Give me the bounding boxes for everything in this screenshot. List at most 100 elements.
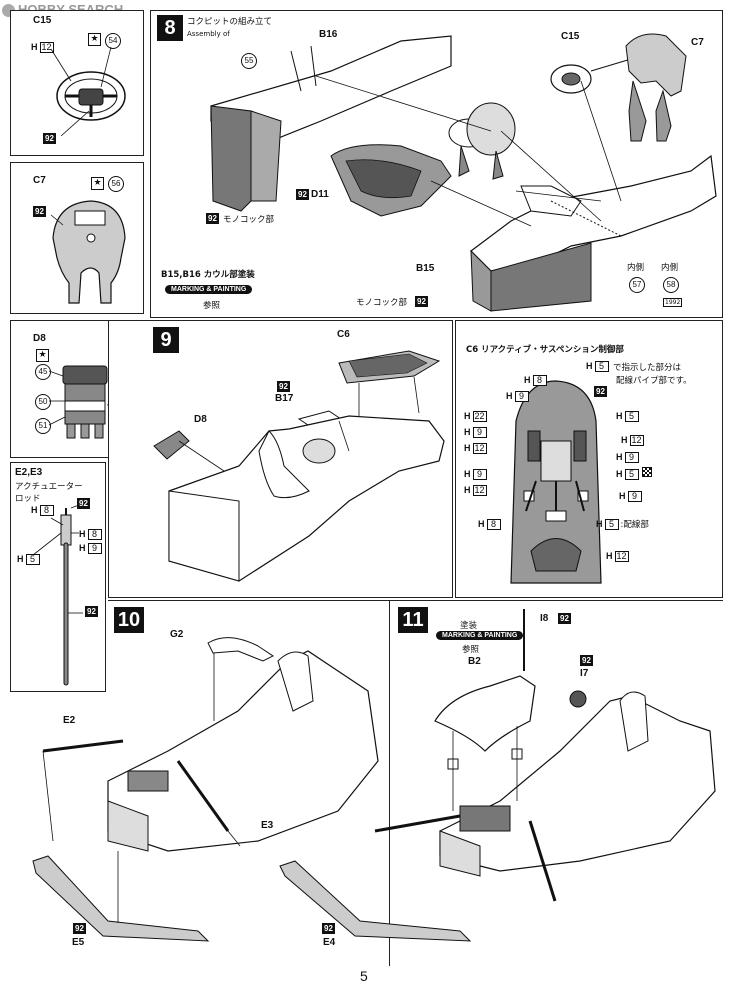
paint-code-92: 92 xyxy=(322,923,335,934)
marking-painting-badge: MARKING & PAINTING xyxy=(436,631,524,640)
step-11-drawing xyxy=(279,609,716,942)
monocoque-label-2: モノコック部 xyxy=(356,298,408,308)
e2-label: E2 xyxy=(63,715,76,726)
part-51: 51 xyxy=(35,418,51,434)
step-8-panel: 8 コクピットの組み立て Assembly of xyxy=(150,10,723,318)
d8-title: D8 xyxy=(33,333,46,344)
panel-c7: C7 ★ 56 92 H8 xyxy=(10,162,144,314)
part-58: 58 xyxy=(663,277,679,293)
step-9-panel: 9 C6 92 B17 D8 xyxy=(108,320,453,598)
i8-label: I8 xyxy=(540,613,549,624)
step-10-drawing xyxy=(32,637,379,942)
d11-label: D11 xyxy=(311,189,329,200)
tiny-1992-label: 1992 xyxy=(663,298,683,307)
b2-label: B2 xyxy=(468,656,481,667)
b15-b16-paint-note: B15,B16 カウル部塗装 xyxy=(161,270,255,280)
c7-label: C7 xyxy=(691,37,704,48)
paint-label: 塗装 xyxy=(460,621,478,631)
paint-code-92: 92 xyxy=(277,381,290,392)
b16-label: B16 xyxy=(319,29,338,40)
marking-painting-badge: MARKING & PAINTING xyxy=(165,285,253,294)
part-54: 54 xyxy=(105,33,121,49)
part-45: 45 xyxy=(35,364,51,380)
step-9-number: 9 xyxy=(153,327,179,353)
e4-label: E4 xyxy=(323,937,336,948)
paint-code-92: 92 xyxy=(33,206,46,217)
c6-plate-drawing xyxy=(510,380,602,584)
page-number: 5 xyxy=(360,968,368,984)
actuator-label: アクチュエーター xyxy=(15,482,83,492)
monocoque-label-1: モノコック部 xyxy=(223,215,275,225)
e3-label: E3 xyxy=(261,820,274,831)
part-57: 57 xyxy=(629,277,645,293)
star-icon: ★ xyxy=(91,177,104,190)
b17-label: B17 xyxy=(275,393,294,404)
reference-label: 参照 xyxy=(203,301,221,311)
star-icon: ★ xyxy=(36,349,49,362)
star-icon: ★ xyxy=(88,33,101,46)
d8-label: D8 xyxy=(194,414,207,425)
step-8-title-en: Assembly of xyxy=(187,30,230,38)
i7-label: I7 xyxy=(580,668,589,679)
paint-code-92: 92 xyxy=(580,655,593,666)
paint-code-92: 92 xyxy=(594,386,607,397)
step-10-number: 10 xyxy=(114,607,144,633)
note-line-2: 配線パイプ部です。 xyxy=(616,376,692,386)
step-11-number: 11 xyxy=(398,607,428,633)
actuator-rod-drawing xyxy=(32,504,83,686)
part-50: 50 xyxy=(35,394,51,410)
part-55: 55 xyxy=(241,53,257,69)
c7-title: C7 xyxy=(33,175,46,186)
e2-e3-title: E2,E3 xyxy=(15,467,43,478)
d8-part-drawing xyxy=(48,365,116,439)
g2-label: G2 xyxy=(170,629,184,640)
c15-title: C15 xyxy=(33,15,52,26)
step-9-drawing xyxy=(153,350,445,582)
step-8-number: 8 xyxy=(157,15,183,41)
steering-wheel-drawing xyxy=(50,46,126,137)
part-56: 56 xyxy=(108,176,124,192)
paint-code-92: 92 xyxy=(296,189,309,200)
paint-code-92: 92 xyxy=(558,613,571,624)
note-line-1: で指示した部分は xyxy=(613,363,682,373)
inner-label-2: 内側 xyxy=(661,263,679,273)
e5-label: E5 xyxy=(72,937,85,948)
c15-label: C15 xyxy=(561,31,580,42)
paint-code-92: 92 xyxy=(77,498,90,509)
c6-title: C6 リアクティブ・サスペンション制御部 xyxy=(466,345,624,355)
paint-code-92: 92 xyxy=(73,923,86,934)
rod-label: ロッド xyxy=(15,494,41,504)
dashboard-drawing xyxy=(50,200,126,304)
paint-code-92: 92 xyxy=(43,133,56,144)
step-11-panel: 11 塗装 MARKING & PAINTING 参照 B2 I8 92 92 … xyxy=(279,600,723,966)
step-8-drawing xyxy=(210,33,717,312)
b15-label: B15 xyxy=(416,263,435,274)
checker-icon xyxy=(641,467,652,477)
c6-label: C6 xyxy=(337,329,350,340)
step-8-title-jp: コクピットの組み立て xyxy=(187,17,273,27)
